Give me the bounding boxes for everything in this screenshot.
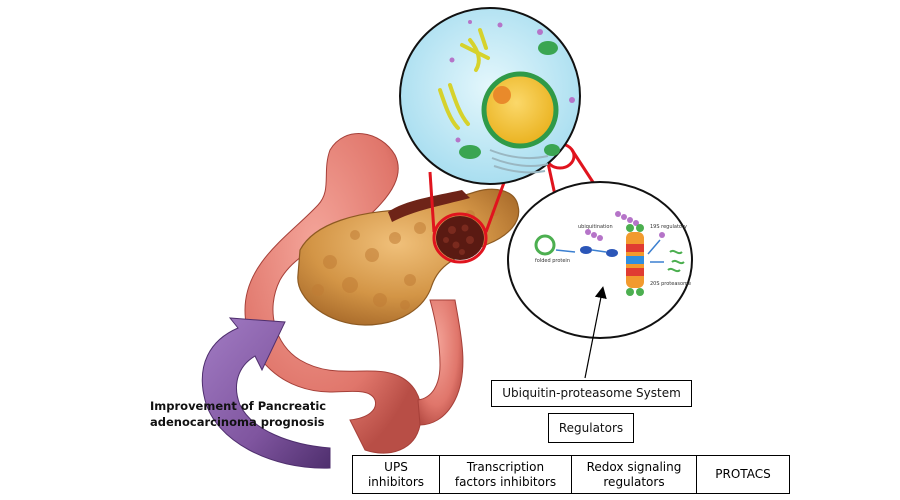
outcome-text: Improvement of Pancreatic adenocarcinoma… bbox=[150, 398, 340, 430]
cell bbox=[399, 7, 581, 185]
label-regulatory: 19S regulatory bbox=[650, 224, 687, 230]
regulators-box: Regulators bbox=[548, 413, 634, 443]
curved-arrow bbox=[201, 317, 331, 469]
outcome-line-2: adenocarcinoma prognosis bbox=[150, 415, 325, 429]
intestine bbox=[244, 133, 464, 454]
folded-protein bbox=[534, 234, 556, 256]
label-folded: folded protein bbox=[535, 258, 570, 264]
nucleus bbox=[481, 71, 559, 149]
label-ubiquitination: ubiquitination bbox=[578, 224, 613, 230]
tumor bbox=[432, 212, 488, 264]
ups-system-box: Ubiquitin-proteasome System bbox=[491, 380, 692, 407]
pointer-arrow bbox=[584, 286, 607, 379]
label-core: 20S proteasome bbox=[650, 281, 691, 287]
category-protacs: PROTACS bbox=[696, 455, 790, 494]
proteasome bbox=[626, 224, 644, 296]
ups-inset bbox=[507, 181, 693, 339]
outcome-line-1: Improvement of Pancreatic bbox=[150, 399, 327, 413]
